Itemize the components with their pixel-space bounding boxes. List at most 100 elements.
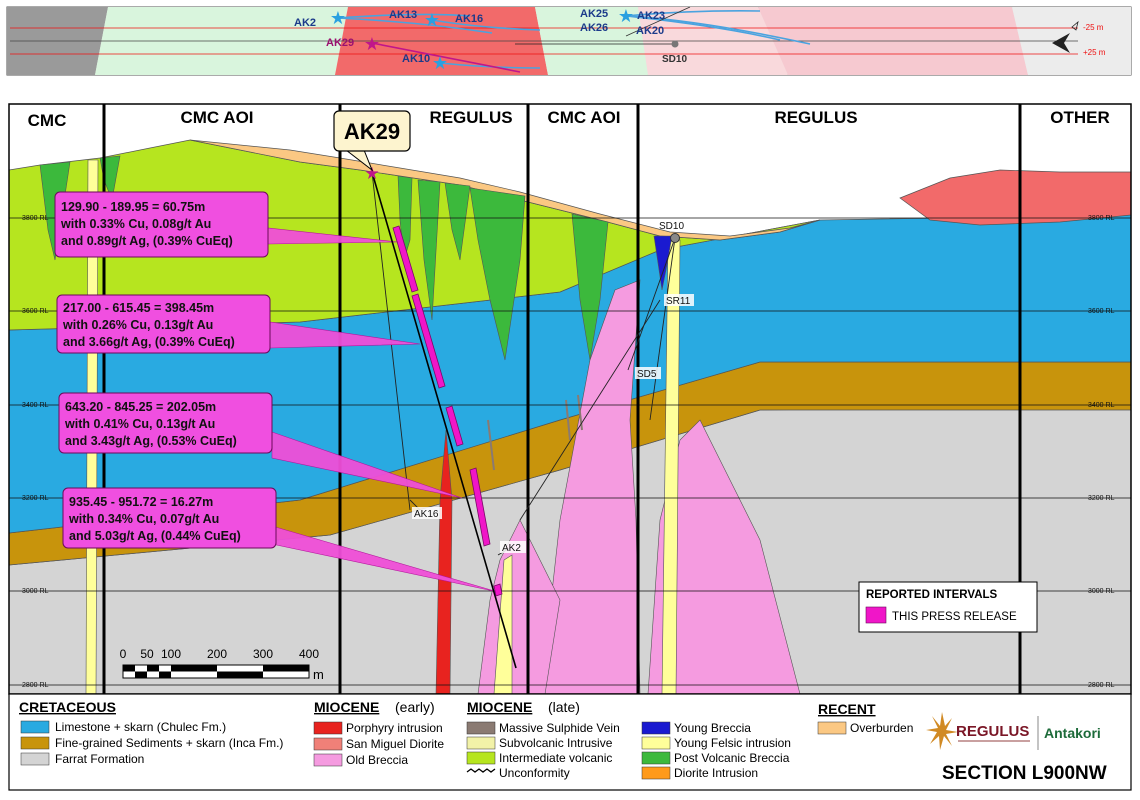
- legend-item: Unconformity: [499, 766, 570, 780]
- collar-marker: [671, 40, 679, 48]
- ak29-callout-label: AK29: [344, 119, 400, 144]
- legend-item: Subvolcanic Intrusive: [499, 736, 613, 750]
- interval-leaders: [267, 227, 499, 593]
- plan-hole-label: AK26: [580, 22, 608, 34]
- interval-box-3: 643.20 - 845.25 = 202.05m with 0.41% Cu,…: [58, 392, 273, 454]
- plan-hole-label: AK16: [455, 13, 483, 25]
- ak29-collar-star-icon: ★: [364, 164, 379, 183]
- scale-label: 400: [299, 647, 319, 661]
- zone-label: OTHER: [1050, 108, 1110, 127]
- scale-unit: m: [313, 667, 324, 682]
- plan-hole-label: SD10: [662, 54, 687, 65]
- swatch: [466, 721, 496, 735]
- swatch: [817, 721, 847, 735]
- reported-item: THIS PRESS RELEASE: [892, 611, 1017, 623]
- swatch: [313, 753, 343, 767]
- zone-label: REGULUS: [429, 108, 512, 127]
- interval-text: 935.45 - 951.72 = 16.27m: [69, 495, 213, 509]
- legend-qualifier: (early): [395, 699, 435, 715]
- scale-label: 100: [161, 647, 181, 661]
- legend-item: Fine-grained Sediments + skarn (Inca Fm.…: [55, 736, 283, 750]
- legend-item: Porphyry intrusion: [346, 721, 443, 735]
- zone-label: CMC AOI: [547, 108, 620, 127]
- plan-view: ★ ★ ★ ★ ★ AK2 AK13 AK16 AK25 AK26 AK23 A…: [6, 6, 1132, 76]
- north-arrow-icon: [1052, 20, 1079, 53]
- star-icon: ★: [424, 10, 440, 30]
- hole-label-sd10: SD10: [659, 221, 684, 232]
- interval-box-1: 129.90 - 189.95 = 60.75m with 0.33% Cu, …: [54, 191, 269, 258]
- zone-label: REGULUS: [774, 108, 857, 127]
- swatch: [641, 721, 671, 735]
- interval-text: 217.00 - 615.45 = 398.45m: [63, 301, 214, 315]
- legend-item: Intermediate volcanic: [499, 751, 612, 765]
- rl-labels-right: 3800 RL 3600 RL 3400 RL 3200 RL 3000 RL …: [1088, 215, 1115, 689]
- rl-label: 2800 RL: [1088, 682, 1115, 689]
- interval-text: with 0.41% Cu, 0.13g/t Au: [64, 417, 215, 431]
- legend-item: Massive Sulphide Vein: [499, 721, 620, 735]
- scale-bar: 0 50 100 200 300 400 m: [120, 647, 324, 682]
- swatch: [20, 736, 50, 750]
- star-icon: ★: [330, 8, 346, 28]
- reported-title: REPORTED INTERVALS: [866, 589, 998, 601]
- legend-item: Old Breccia: [346, 753, 408, 767]
- hole-label-ak16: AK16: [414, 509, 439, 520]
- scale-label: 0: [120, 647, 127, 661]
- interval-box-2: 217.00 - 615.45 = 398.45m with 0.26% Cu,…: [56, 294, 271, 354]
- legend-heading-recent: RECENT: [818, 701, 876, 717]
- plan-hole-label: AK20: [636, 25, 664, 37]
- ak29-callout: AK29: [333, 110, 411, 172]
- swatch: [313, 737, 343, 751]
- rl-label: 3400 RL: [1088, 402, 1115, 409]
- reported-intervals-legend: REPORTED INTERVALS THIS PRESS RELEASE: [858, 581, 1038, 633]
- legend-item: Young Felsic intrusion: [674, 736, 791, 750]
- plan-hole-label: AK13: [389, 9, 417, 21]
- legend-heading-cretaceous: CRETACEOUS: [19, 699, 116, 715]
- rl-label: 3200 RL: [1088, 495, 1115, 502]
- plan-hole-label: AK29: [326, 37, 354, 49]
- swatch: [20, 720, 50, 734]
- legend-item: Overburden: [850, 721, 913, 735]
- swatch: [865, 606, 887, 624]
- hole-label-ak2: AK2: [502, 543, 521, 554]
- interval-text: and 3.43g/t Ag, (0.53% CuEq): [65, 434, 237, 448]
- interval-box-4: 935.45 - 951.72 = 16.27m with 0.34% Cu, …: [62, 487, 277, 549]
- scale-label: 50: [140, 647, 154, 661]
- ak29-trace: [371, 171, 517, 669]
- rl-label: 3600 RL: [1088, 308, 1115, 315]
- swatch: [641, 751, 671, 765]
- hole-label-sd5: SD5: [637, 369, 657, 380]
- interval-text: 129.90 - 189.95 = 60.75m: [61, 200, 205, 214]
- regulus-logo-text: REGULUS: [956, 723, 1029, 740]
- sd10-collar-marker: [670, 233, 680, 243]
- rl-label: 3000 RL: [22, 588, 49, 595]
- ak29-intervals: [392, 225, 503, 597]
- interval-text: 643.20 - 845.25 = 202.05m: [65, 400, 216, 414]
- rl-offset-label: -25 m: [1083, 23, 1104, 32]
- star-icon: ★: [364, 34, 380, 54]
- plan-hole-label: AK23: [637, 10, 665, 22]
- plan-hole-label: AK2: [294, 17, 316, 29]
- antakori-logo-text: Antakori: [1044, 725, 1101, 741]
- legend-item: Farrat Formation: [55, 752, 144, 766]
- swatch: [466, 751, 496, 765]
- legend-item: San Miguel Diorite: [346, 737, 444, 751]
- scale-label: 300: [253, 647, 273, 661]
- zone-label: CMC: [28, 111, 67, 130]
- interval-text: with 0.33% Cu, 0.08g/t Au: [60, 217, 211, 231]
- rl-label: 3600 RL: [22, 308, 49, 315]
- star-icon: ★: [618, 6, 634, 26]
- rl-label: 3000 RL: [1088, 588, 1115, 595]
- swatch: [313, 721, 343, 735]
- cross-section: CMC CMC AOI REGULUS CMC AOI REGULUS OTHE…: [8, 103, 1132, 695]
- plan-hole-label: AK25: [580, 8, 608, 20]
- rl-label: 3400 RL: [22, 402, 49, 409]
- rl-label: 3800 RL: [1088, 215, 1115, 222]
- scale-label: 200: [207, 647, 227, 661]
- hole-label-sr11: SR11: [666, 296, 691, 307]
- interval-text: with 0.34% Cu, 0.07g/t Au: [68, 512, 219, 526]
- swatch: [20, 752, 50, 766]
- zone-label: CMC AOI: [180, 108, 253, 127]
- regulus-logo: REGULUS: [926, 712, 1030, 750]
- rl-label: 2800 RL: [22, 682, 49, 689]
